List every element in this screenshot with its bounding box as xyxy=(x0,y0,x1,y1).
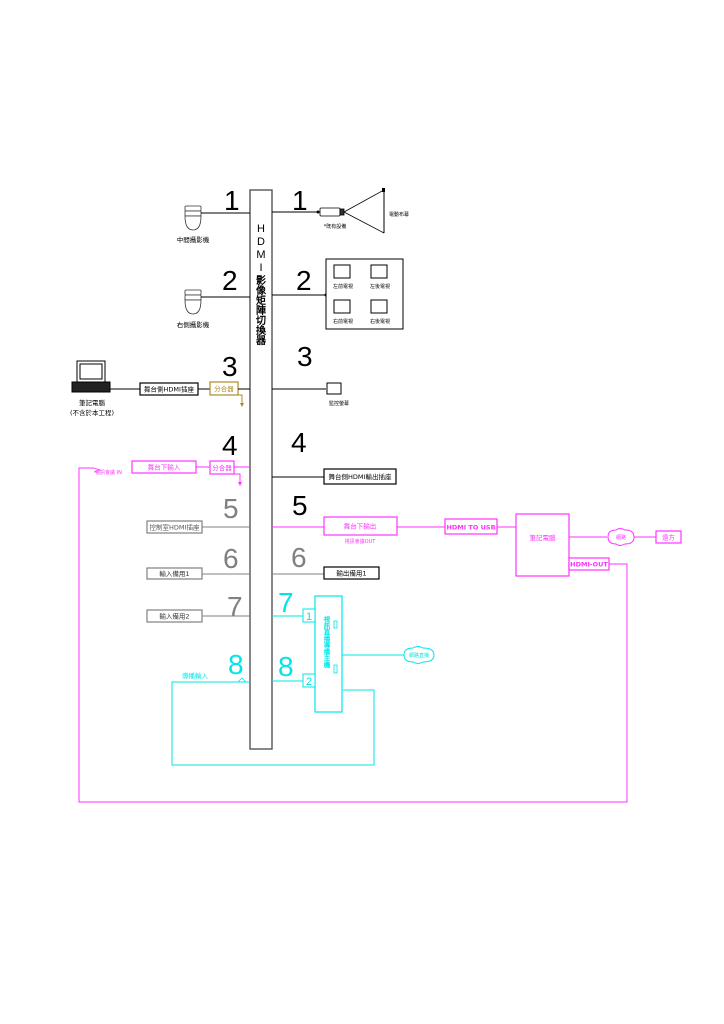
tv-icon xyxy=(370,264,388,279)
tv-icons xyxy=(333,264,388,314)
matrix-title-char: 影 xyxy=(256,275,266,287)
output-3-label: 監控螢幕 xyxy=(329,400,349,407)
matrix-title: H D M I xyxy=(256,223,265,274)
output-number-7: 7 xyxy=(278,587,294,618)
matrix-title-char: H xyxy=(257,223,265,235)
output-number-8: 8 xyxy=(278,651,294,682)
input-4-label: 舞台下輸入 xyxy=(148,463,181,472)
input-3-label: 舞台側HDMI插座 xyxy=(144,385,194,394)
input-number-2: 2 xyxy=(222,265,238,296)
input-1-label: 中間攝影機 xyxy=(177,235,210,244)
matrix-title-char: 陣 xyxy=(256,304,266,317)
laptop-note: (不含於本工程) xyxy=(70,408,114,417)
output-number-5: 5 xyxy=(292,490,308,521)
tv-icon xyxy=(333,299,351,314)
splitter-4-tap xyxy=(234,473,241,484)
tv-label: 右前電視 xyxy=(333,318,353,325)
input-number-5: 5 xyxy=(223,493,239,524)
live-cloud-label: 網路直播 xyxy=(409,652,429,659)
splitter-3-label: 分合器 xyxy=(214,384,234,393)
stage-hdmi-output-box xyxy=(323,468,397,485)
laptop-label: 筆記電腦 xyxy=(79,398,106,407)
dome-camera-icon xyxy=(184,205,202,231)
hdmi-out-label: HDMI-OUT xyxy=(570,561,608,569)
matrix-title-cjk: 影 像 矩 陣 切 換 器 xyxy=(255,275,267,347)
input-number-8: 8 xyxy=(228,649,244,680)
matrix-title-char: I xyxy=(259,262,262,274)
monitor-icon xyxy=(326,382,342,395)
matrix-title-char: 換 xyxy=(256,324,267,337)
input-number-1: 1 xyxy=(224,185,240,216)
matrix-title-char: 器 xyxy=(255,335,267,347)
laptop-pc-box xyxy=(515,513,570,577)
tv-icon xyxy=(333,264,351,279)
input-number-3: 3 xyxy=(222,351,238,382)
tv-label: 左後電視 xyxy=(370,283,390,290)
indicator-icon xyxy=(333,620,338,629)
input-8-arrow-icon xyxy=(237,677,247,683)
projection-beam xyxy=(343,189,385,234)
input-number-7: 7 xyxy=(227,591,243,622)
conf-in-arrow-icon xyxy=(93,467,102,473)
hdmi-matrix-switcher xyxy=(249,189,273,750)
output-1-label: *既有設備 xyxy=(324,223,347,230)
output-number-6: 6 xyxy=(291,542,307,573)
streaming-host-label: 視訊直播導播主機 xyxy=(322,615,331,670)
output-spare-1-box xyxy=(323,566,380,580)
tv-label: 左前電視 xyxy=(333,283,353,290)
remote-box xyxy=(655,530,682,544)
dome-camera-icon xyxy=(184,289,202,315)
indicator-icon xyxy=(333,664,338,674)
output-1-dot xyxy=(316,210,320,214)
streaming-host-box xyxy=(314,595,343,713)
remote-label: 遠方 xyxy=(662,533,676,542)
tv-icon xyxy=(370,299,388,314)
network-cloud-label: 網路 xyxy=(616,534,626,541)
live-cloud-icon xyxy=(403,646,435,664)
splitter-4-label: 分合器 xyxy=(212,463,232,472)
input-2-label: 右側攝影機 xyxy=(177,320,210,329)
splitter-3-tap xyxy=(238,394,243,405)
matrix-title-char: D xyxy=(257,236,265,248)
input-8-label: 導播輸入 xyxy=(182,671,209,680)
output-number-3: 3 xyxy=(297,341,313,372)
screen-label: 電動布幕 xyxy=(389,211,409,218)
splitter-3-arrow-icon xyxy=(240,403,244,407)
port-2-box xyxy=(302,673,316,688)
screen-motor-icon xyxy=(382,188,385,192)
input-number-4: 4 xyxy=(222,430,238,461)
laptop-pc-label: 筆記電腦 xyxy=(530,533,557,542)
input-7-label: 輸入備用2 xyxy=(159,612,189,621)
input-8-line xyxy=(171,681,375,766)
tv-label: 右後電視 xyxy=(370,318,390,325)
port-1-box xyxy=(302,608,316,623)
stage-down-output-box xyxy=(323,516,398,536)
video-conf-in-label: 視訊會議 IN xyxy=(95,469,122,476)
output-number-4: 4 xyxy=(291,427,307,458)
port-1-label: 1 xyxy=(306,611,312,623)
output-5-label: 舞台下輸出 xyxy=(344,522,377,531)
hdmi-to-usb-label: HDMI TO USB xyxy=(446,524,495,532)
output-4-label: 舞台側HDMI輸出插座 xyxy=(329,472,392,481)
input-5-label: 控制室HDMI插座 xyxy=(150,523,200,532)
hdmi-out-feedback-line xyxy=(78,467,628,803)
output-6-label: 輸出備用1 xyxy=(336,569,366,578)
input-number-6: 6 xyxy=(223,543,239,574)
video-conf-out-label: 視訊會議OUT xyxy=(345,538,377,545)
splitter-4-arrow-icon xyxy=(238,482,242,486)
laptop-icon xyxy=(71,360,111,393)
projector-icon xyxy=(319,207,345,217)
matrix-title-char: M xyxy=(256,249,265,261)
input-6-label: 輸入備用1 xyxy=(159,569,189,578)
output-number-1: 1 xyxy=(292,185,308,216)
port-2-label: 2 xyxy=(306,676,312,688)
output-number-2: 2 xyxy=(296,265,312,296)
matrix-title-char: 切 xyxy=(256,315,266,327)
matrix-title-char: 矩 xyxy=(256,294,266,307)
matrix-title-char: 像 xyxy=(255,284,267,297)
